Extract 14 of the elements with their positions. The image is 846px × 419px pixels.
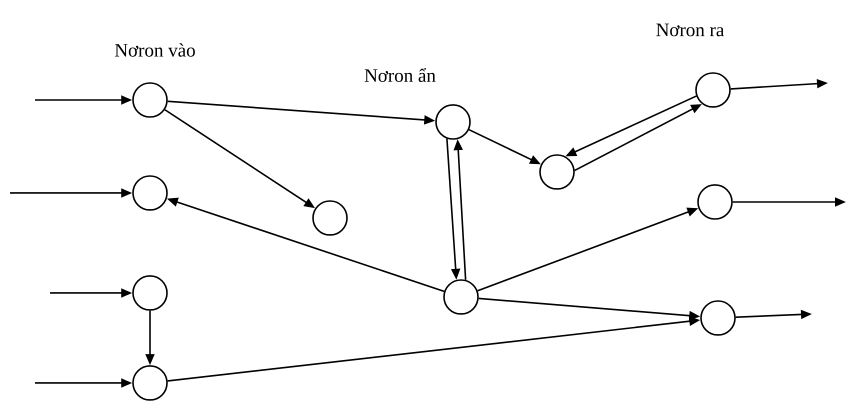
neuron-circle [132, 175, 168, 211]
neuron-circle [132, 365, 168, 401]
heading-label: Nơron ẩn [364, 68, 436, 82]
neuron-circle [312, 200, 348, 236]
neuron-circle [435, 104, 471, 140]
neuron-circle [700, 300, 736, 336]
heading-label: Nơron vào [114, 43, 195, 57]
neuron-circle [697, 184, 733, 220]
neuron-circle [132, 82, 168, 118]
neuron-circle [539, 154, 575, 190]
neuron-circle [132, 275, 168, 311]
heading-label: Nơron ra [656, 24, 724, 36]
neuron-circle [695, 72, 731, 108]
neuron-circle [443, 279, 479, 315]
